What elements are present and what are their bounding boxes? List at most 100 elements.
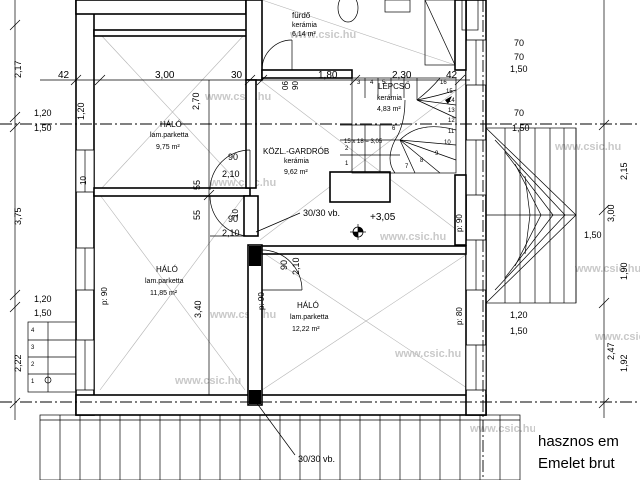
door-dim: 90 xyxy=(228,214,238,224)
room-floor: lam.parketta xyxy=(150,132,189,139)
level-marker: +3,05 xyxy=(350,212,396,240)
dim-label: 3,40 xyxy=(193,300,203,318)
step-number: 5 xyxy=(382,80,386,86)
sill-label: p: 90 xyxy=(455,214,464,232)
level-label: +3,05 xyxy=(370,212,396,223)
vent-label: 30/30 vb. xyxy=(298,454,335,464)
dim-label: 1,50 xyxy=(34,123,52,133)
room-floor: kerámia xyxy=(377,95,402,102)
dim-label: 30 xyxy=(231,70,243,81)
dim-label: 70 xyxy=(514,52,524,62)
balcony-deck xyxy=(39,414,521,480)
watermark: www.csic.hu xyxy=(574,263,640,275)
room-hall-wardrobe: KÖZL.-GARDRÓB kerámia 9,62 m² xyxy=(263,147,329,176)
vent-bottom: 30/30 vb. xyxy=(255,401,335,464)
dim-label: 3,00 xyxy=(155,70,175,81)
step-number: 8 xyxy=(420,158,424,164)
ext-step-number: 3 xyxy=(31,345,35,351)
step-number: 15 xyxy=(446,89,453,95)
door-dim: 2,10 xyxy=(222,169,240,179)
door-dim: 55 xyxy=(192,180,202,190)
dim-label: 2,15 xyxy=(619,162,629,180)
watermark-layer: www.csic.hu www.csic.hu www.csic.hu www.… xyxy=(174,29,640,435)
external-stair: 4 3 2 1 xyxy=(27,321,77,393)
watermark: www.csic.hu xyxy=(469,423,536,435)
ext-step-number: 1 xyxy=(31,379,35,385)
room-name: HÁLÓ xyxy=(156,265,178,274)
room-area: 9,62 m² xyxy=(284,169,308,176)
step-number: 13 xyxy=(448,108,455,114)
room-floor: kerámia xyxy=(292,22,317,29)
room-area: 12,22 m² xyxy=(292,326,320,333)
door-dim: 55 xyxy=(192,210,202,220)
door-dim: 90 xyxy=(279,260,289,270)
step-number: 12 xyxy=(448,118,455,124)
dim-label: 1,80 xyxy=(318,70,338,81)
dim-label: 1,50 xyxy=(512,123,530,133)
watermark: www.csic.hu xyxy=(394,348,461,360)
sill-label: p: 80 xyxy=(455,307,464,325)
dim-label: 42 xyxy=(58,70,70,81)
dim-label: 2,22 xyxy=(13,354,23,372)
room-name: KÖZL.-GARDRÓB xyxy=(263,147,329,156)
ext-step-number: 2 xyxy=(31,362,35,368)
dim-label: 1,50 xyxy=(34,308,52,318)
room-area: 9,75 m² xyxy=(156,144,180,151)
room-floor: lam.parketta xyxy=(145,278,184,285)
dim-label: 2,47 xyxy=(606,342,616,360)
step-number: 14 xyxy=(448,98,455,104)
doors xyxy=(209,39,303,291)
door-dim: 2,10 xyxy=(291,257,301,275)
dimension-lines xyxy=(9,0,610,420)
step-number: 11 xyxy=(448,129,455,135)
room-area: 6,14 m² xyxy=(292,31,316,38)
dim-label: 1,50 xyxy=(510,64,528,74)
room-staircase: LÉPCSŐ kerámia 4,83 m² xyxy=(377,82,410,113)
sill-label: p: 90 xyxy=(257,292,266,310)
dim-label: 70 xyxy=(514,108,524,118)
vent-top: 30/30 vb. xyxy=(255,208,340,233)
watermark: www.csic.hu xyxy=(204,91,271,103)
step-number: 3 xyxy=(357,80,361,86)
footer-bg xyxy=(535,418,640,480)
watermark: www.csic.hu xyxy=(554,141,621,153)
footer-line-1: hasznos em xyxy=(538,433,619,450)
sill-label: p: 90 xyxy=(100,287,109,305)
room-bedroom-1: HÁLÓ lam.parketta 9,75 m² xyxy=(150,120,189,151)
watermark: www.csic.hu xyxy=(379,231,446,243)
exterior-walls xyxy=(75,0,487,416)
watermark: www.csic.hu xyxy=(209,177,276,189)
staircase: 16 15 14 13 12 11 10 9 8 7 6 5 4 3 2 1 1… xyxy=(340,77,457,174)
dim-label: 1,90 xyxy=(619,262,629,280)
vent-label: 30/30 vb. xyxy=(303,208,340,218)
room-floor: lam.parketta xyxy=(290,314,329,321)
step-number: 1 xyxy=(345,161,349,167)
bathroom-fixtures xyxy=(337,0,479,66)
step-number: 10 xyxy=(444,140,451,146)
dim-label: 1,92 xyxy=(619,354,629,372)
dim-label: 90 xyxy=(291,81,300,90)
dim-label: 1,50 xyxy=(584,230,602,240)
watermark: www.csic.hu xyxy=(289,29,356,41)
dim-label: 10 xyxy=(79,176,88,185)
room-area: 11,85 m² xyxy=(150,290,178,297)
room-bedroom-2: HÁLÓ lam.parketta 11,85 m² xyxy=(145,265,184,297)
dim-label: 10 xyxy=(231,209,240,218)
interior-walls xyxy=(93,0,467,406)
watermark: www.csic.hu xyxy=(174,375,241,387)
watermark: www.csic.hu xyxy=(209,309,276,321)
dim-label: 3,00 xyxy=(606,204,616,222)
dim-label: 70 xyxy=(514,38,524,48)
step-number: 4 xyxy=(370,80,374,86)
dim-label: 2,70 xyxy=(191,92,201,110)
room-bedroom-3: HÁLÓ lam.parketta 12,22 m² xyxy=(290,301,329,333)
step-number: 7 xyxy=(405,164,409,170)
dim-label: 1,20 xyxy=(34,294,52,304)
step-number: 9 xyxy=(435,151,439,157)
dim-label: 42 xyxy=(446,70,458,81)
dim-label: 1,20 xyxy=(76,102,86,120)
room-name: fürdő xyxy=(292,11,311,20)
dim-label: 1,20 xyxy=(510,310,528,320)
